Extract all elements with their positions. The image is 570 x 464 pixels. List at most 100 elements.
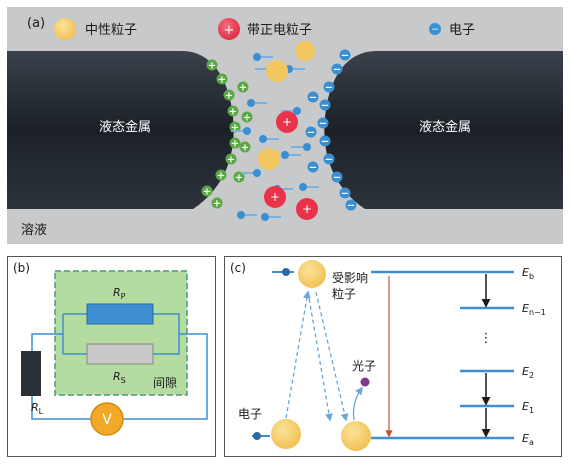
panel-c: (c) Eb En−1 E2 E1 Ea ⋮ 光子 受影响 粒子 电子	[224, 256, 562, 457]
plus-charge-6-sign: +	[227, 155, 235, 166]
scatter-up-arrow	[285, 290, 311, 419]
electron-label: 电子	[238, 407, 262, 421]
plus-charge-0	[206, 59, 218, 71]
minus-charge-3-sign: −	[321, 101, 329, 112]
minus-charge-8	[339, 187, 351, 199]
minus-charge-4	[317, 117, 329, 129]
positive-particle-sign: +	[270, 190, 280, 204]
minus-charge-3	[319, 99, 331, 111]
liquid-metal-left	[7, 51, 234, 209]
legend-positive-label: 带正电粒子	[247, 23, 312, 38]
legend-electron-sign: −	[431, 25, 439, 35]
resistor-rs	[86, 343, 154, 365]
plus-charge-b1	[241, 111, 253, 123]
solution-label: 溶液	[21, 223, 47, 238]
plus-charge-3	[227, 105, 239, 117]
panel-b: (b) RP RS 间隙 RL V	[7, 256, 216, 457]
panel-c-label: (c)	[230, 261, 246, 275]
metal-right-label: 液态金属	[419, 119, 471, 135]
plus-charge-1	[216, 73, 228, 85]
plus-charge-b2	[239, 141, 251, 153]
rs-label: RS	[113, 370, 126, 385]
positive-particle-sign: +	[282, 115, 292, 129]
legend-electron-label: 电子	[449, 23, 475, 38]
legend-positive-icon	[218, 18, 240, 40]
electron-particle	[281, 151, 289, 159]
minus-charge-b2	[307, 161, 319, 173]
plus-charge-8	[201, 185, 213, 197]
level-e1-label: E1	[522, 400, 534, 415]
legend-electron-icon	[429, 23, 441, 35]
minus-charge-0	[339, 49, 351, 61]
electron-particle	[237, 211, 245, 219]
affected-particle-top	[298, 260, 326, 288]
minus-charge-8-sign: −	[341, 189, 349, 200]
photon-label: 光子	[352, 359, 376, 373]
particle-cloud: ++++++++++++++−−−−−−−−−−−−−+++	[201, 41, 357, 221]
affected-label-line1: 受影响	[332, 270, 368, 285]
plus-charge-b0	[237, 81, 249, 93]
scatter-down-arrow-2	[307, 291, 333, 422]
plus-charge-b3	[233, 171, 245, 183]
electron-particle	[253, 169, 261, 177]
resistor-rl	[21, 351, 41, 396]
positive-particle-sign: +	[302, 202, 312, 216]
electron-particle	[243, 127, 251, 135]
plus-charge-6	[225, 153, 237, 165]
panel-a-label: (a)	[27, 16, 45, 31]
minus-charge-4-sign: −	[319, 119, 327, 130]
minus-charge-b2-sign: −	[309, 163, 317, 174]
photon-path	[352, 386, 363, 421]
electron-particle	[293, 107, 301, 115]
electron-particle	[253, 53, 261, 61]
plus-charge-9-sign: +	[213, 199, 221, 210]
minus-charge-b0	[307, 91, 319, 103]
panel-b-label: (b)	[13, 261, 30, 275]
panel-c-energy-diagram: (c) Eb En−1 E2 E1 Ea ⋮ 光子 受影响 粒子 电子	[224, 256, 562, 457]
minus-charge-b0-sign: −	[309, 93, 317, 104]
minus-charge-1	[331, 63, 343, 75]
minus-charge-b1	[305, 126, 317, 138]
positive-particle	[276, 111, 298, 133]
plus-charge-8-sign: +	[203, 187, 211, 198]
gap-box	[54, 270, 188, 396]
minus-charge-1-sign: −	[333, 65, 341, 76]
voltmeter	[90, 402, 124, 436]
plus-charge-4	[229, 121, 241, 133]
minus-charge-2-sign: −	[325, 83, 333, 94]
voltmeter-symbol: V	[102, 412, 112, 428]
level-eb-label: Eb	[522, 266, 534, 281]
plus-charge-b3-sign: +	[235, 173, 243, 184]
minus-charge-5	[319, 135, 331, 147]
electron-particle	[259, 135, 267, 143]
plus-charge-2-sign: +	[225, 91, 233, 102]
panel-a-diagram: (a) 中性粒子 + 带正电粒子 − 电子 液态金属 液态金属 溶液 +++++…	[7, 7, 563, 244]
positive-particle	[296, 198, 318, 220]
minus-charge-5-sign: −	[321, 137, 329, 148]
resistor-rp	[86, 303, 154, 325]
minus-charge-6	[323, 153, 335, 165]
legend-positive-sign: +	[224, 23, 235, 38]
rp-label: RP	[113, 286, 126, 301]
minus-charge-7-sign: −	[333, 173, 341, 184]
plus-charge-9	[211, 197, 223, 209]
minus-charge-6-sign: −	[325, 155, 333, 166]
plus-charge-1-sign: +	[218, 75, 226, 86]
plus-charge-5	[229, 137, 241, 149]
minus-charge-7	[331, 171, 343, 183]
incoming-electron-icon	[253, 432, 261, 440]
plus-charge-b0-sign: +	[239, 83, 247, 94]
minus-charge-0-sign: −	[341, 51, 349, 62]
level-ea-label: Ea	[522, 432, 534, 447]
plus-charge-7-sign: +	[217, 171, 225, 182]
panel-a: (a) 中性粒子 + 带正电粒子 − 电子 液态金属 液态金属 溶液 +++++…	[7, 7, 563, 244]
minus-charge-2	[323, 81, 335, 93]
plus-charge-b2-sign: +	[241, 143, 249, 154]
positive-particle	[264, 186, 286, 208]
panel-b-circuit: (b) RP RS 间隙 RL V	[7, 256, 216, 457]
affected-label-line2: 粒子	[332, 286, 356, 301]
plus-charge-7	[215, 169, 227, 181]
liquid-metal-right	[324, 51, 563, 209]
gap-label: 间隙	[153, 376, 177, 390]
neutral-particle	[266, 60, 288, 82]
